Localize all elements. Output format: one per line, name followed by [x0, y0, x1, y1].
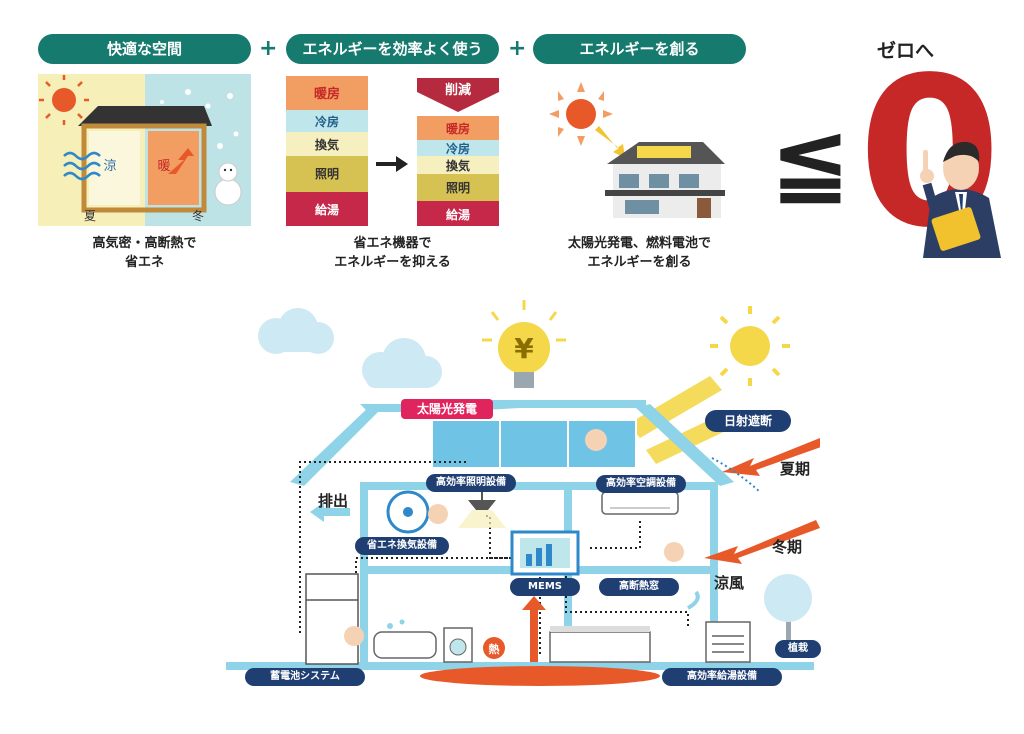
plus-sign-2: +: [508, 36, 527, 61]
cool-wave-icon: [63, 151, 101, 181]
less-or-equal-symbol: ≦: [770, 104, 851, 216]
summer-arrow-icon: [722, 438, 820, 476]
efficiency-panel: 暖房 冷房 換気 照明 給湯 削減 暖房 冷房 換気 照明 給湯: [286, 76, 499, 226]
tag-insulated-window: 高断熱窓: [599, 578, 679, 596]
insulation-caption: 高気密・高断熱で 省エネ: [92, 236, 197, 270]
exhaust-arrow-icon: [310, 502, 350, 522]
ventilation-fan-icon: [386, 490, 430, 534]
ground-line: [226, 662, 814, 670]
after-hotwater: 給湯: [446, 207, 470, 222]
before-ventilation: 換気: [315, 137, 339, 152]
tag-planting: 植栽: [775, 640, 821, 658]
after-cooling: 冷房: [446, 141, 470, 156]
bathtub-icon: [373, 619, 437, 659]
pill-use-energy-efficiently: エネルギーを効率よく使う: [286, 34, 499, 64]
sunlight-arrow-icon: [595, 126, 625, 158]
water-heater-icon: [705, 621, 751, 663]
create-energy-panel: [549, 82, 725, 218]
summer-sun-icon: [39, 75, 89, 125]
cool-label: 涼: [103, 159, 116, 174]
tag-high-efficiency-lighting: 高効率照明設備: [426, 474, 516, 492]
tree-icon: [764, 574, 812, 644]
warm-arrow-icon: [168, 148, 194, 174]
cloud-left-icon: [258, 308, 334, 354]
tag-battery-system: 蓄電池システム: [245, 668, 365, 686]
mems-monitor-icon: [510, 530, 580, 576]
cool-breeze-label: 涼風: [714, 574, 744, 592]
kitchen-counter-icon: [549, 626, 651, 663]
cloud-center-icon: [362, 338, 442, 388]
washing-machine-icon: [443, 627, 473, 663]
tag-mems: MEMS: [510, 578, 580, 596]
tag-energy-saving-ventilation: 省エネ換気設備: [355, 537, 449, 555]
summer-label: 夏: [84, 209, 96, 223]
ground-heat-ellipse: [420, 666, 660, 686]
people-illustrations: [344, 429, 684, 646]
reduction-label: 削減: [445, 82, 471, 98]
zeb-house-diagram: ¥: [226, 300, 820, 686]
reduction-arrow-icon: 削減: [417, 78, 499, 112]
efficiency-caption: 省エネ機器で エネルギーを抑える: [334, 236, 451, 270]
fridge-icon: [305, 573, 359, 665]
winter-period-label: 冬期: [772, 538, 802, 556]
exhaust-label: 排出: [318, 492, 348, 510]
insulation-panel: 涼 暖 夏 冬: [38, 74, 251, 226]
after-lighting: 照明: [446, 180, 470, 195]
air-conditioner-icon: [601, 491, 679, 515]
heat-up-arrow-icon: 熱: [483, 596, 546, 662]
cool-breeze-arrow-icon: [686, 590, 700, 610]
businessman-icon: [920, 141, 1001, 258]
shading-label: 日射遮断: [705, 410, 791, 432]
after-ventilation: 換気: [446, 158, 470, 173]
tag-high-efficiency-aircon: 高効率空調設備: [596, 475, 686, 493]
winter-label: 冬: [192, 208, 204, 223]
before-hotwater: 給湯: [315, 202, 339, 217]
warm-label: 暖: [157, 159, 170, 174]
solar-house-icon: [605, 142, 725, 218]
right-arrow-icon: [376, 156, 408, 172]
house-sun-icon: [710, 306, 790, 386]
sun-icon: [549, 82, 613, 146]
tag-high-efficiency-water-heater: 高効率給湯設備: [662, 668, 782, 686]
heat-label: 熱: [489, 642, 500, 656]
after-heating: 暖房: [446, 121, 470, 136]
snowflakes-icon: [160, 89, 239, 149]
create-energy-caption: 太陽光発電、燃料電池で エネルギーを創る: [567, 236, 711, 270]
yen-bulb-icon: ¥: [482, 300, 566, 388]
pill-comfortable-space: 快適な空間: [38, 34, 251, 64]
businessman-illustration: [920, 141, 1001, 258]
before-cooling: 冷房: [315, 114, 339, 129]
zero-title: ゼロへ: [877, 40, 935, 62]
pill-create-energy: エネルギーを創る: [533, 34, 746, 64]
house-roof-icon: [78, 106, 212, 213]
plus-sign-1: +: [259, 36, 278, 61]
winter-arrow-icon: [704, 520, 820, 564]
snowman-icon: [214, 162, 242, 206]
ceiling-light-icon: [458, 490, 506, 528]
summer-period-label: 夏期: [779, 460, 810, 478]
before-heating: 暖房: [314, 86, 340, 102]
yen-symbol: ¥: [514, 332, 534, 365]
stack-after: 暖房 冷房 換気 照明 給湯: [417, 116, 499, 226]
before-lighting: 照明: [315, 166, 339, 181]
solar-power-label: 太陽光発電: [401, 399, 493, 419]
stack-before: 暖房 冷房 換気 照明 給湯: [286, 76, 368, 226]
